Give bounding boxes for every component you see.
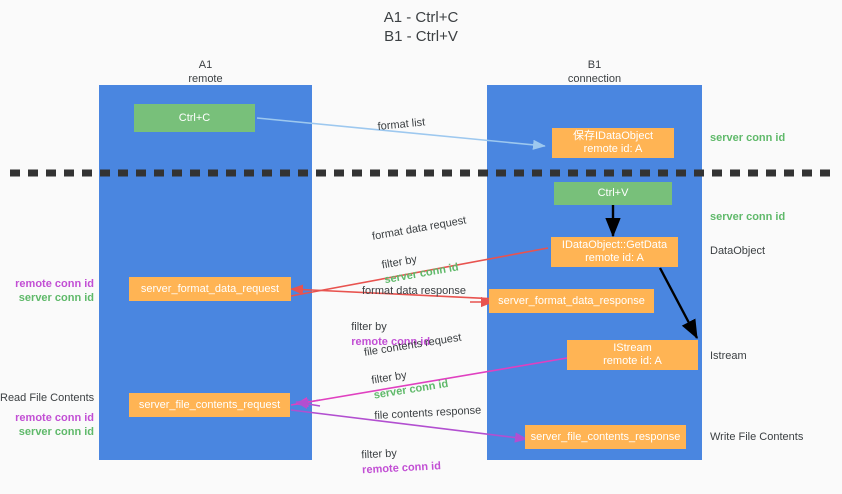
box-save-idataobject[interactable]: 保存IDataObject remote id: A bbox=[552, 128, 674, 158]
edge-label-format-data-response-filter: filter by remote conn id bbox=[339, 305, 430, 365]
edge-label-file-contents-response-filter: filter by remote conn id bbox=[348, 429, 442, 494]
annotation-dataobject: DataObject bbox=[710, 245, 766, 257]
box-server-file-contents-response[interactable]: server_file_contents_response bbox=[525, 425, 686, 449]
box-ctrl-v[interactable]: Ctrl+V bbox=[554, 182, 672, 205]
remote-conn-id-text: remote conn id bbox=[351, 336, 431, 348]
column-header-a1: A1 remote bbox=[188, 59, 223, 85]
remote-conn-id-text: remote conn id bbox=[361, 460, 442, 477]
box-server-file-contents-request[interactable]: server_file_contents_request bbox=[129, 393, 290, 417]
annotation-server-conn-id-mid: server conn id bbox=[710, 211, 786, 223]
annotation-server-conn-id-lower: server conn id bbox=[18, 426, 94, 438]
box-idataobject-getdata[interactable]: IDataObject::GetData remote id: A bbox=[551, 237, 678, 267]
box-server-format-data-response[interactable]: server_format_data_response bbox=[489, 289, 654, 313]
annotation-istream: Istream bbox=[710, 350, 747, 362]
page-title: A1 - Ctrl+C B1 - Ctrl+V bbox=[383, 9, 459, 45]
annotation-remote-conn-id-upper: remote conn id bbox=[15, 278, 94, 290]
edge-label-format-list: format list bbox=[377, 116, 426, 133]
annotation-server-conn-id-upper: server conn id bbox=[18, 292, 94, 304]
filter-by-text: filter by bbox=[361, 447, 398, 462]
annotation-write-file-contents: Write File Contents bbox=[710, 431, 804, 443]
box-ctrl-c[interactable]: Ctrl+C bbox=[134, 104, 255, 132]
annotation-read-file-contents: Read File Contents bbox=[0, 392, 95, 404]
annotation-server-conn-id-top: server conn id bbox=[710, 132, 786, 144]
box-istream[interactable]: IStream remote id: A bbox=[567, 340, 698, 370]
annotation-remote-conn-id-lower: remote conn id bbox=[15, 412, 94, 424]
column-header-b1: B1 connection bbox=[567, 59, 622, 85]
edge-label-format-data-response: format data response bbox=[362, 285, 466, 297]
filter-by-text: filter by bbox=[351, 321, 387, 333]
box-server-format-data-request[interactable]: server_format_data_request bbox=[129, 277, 291, 301]
